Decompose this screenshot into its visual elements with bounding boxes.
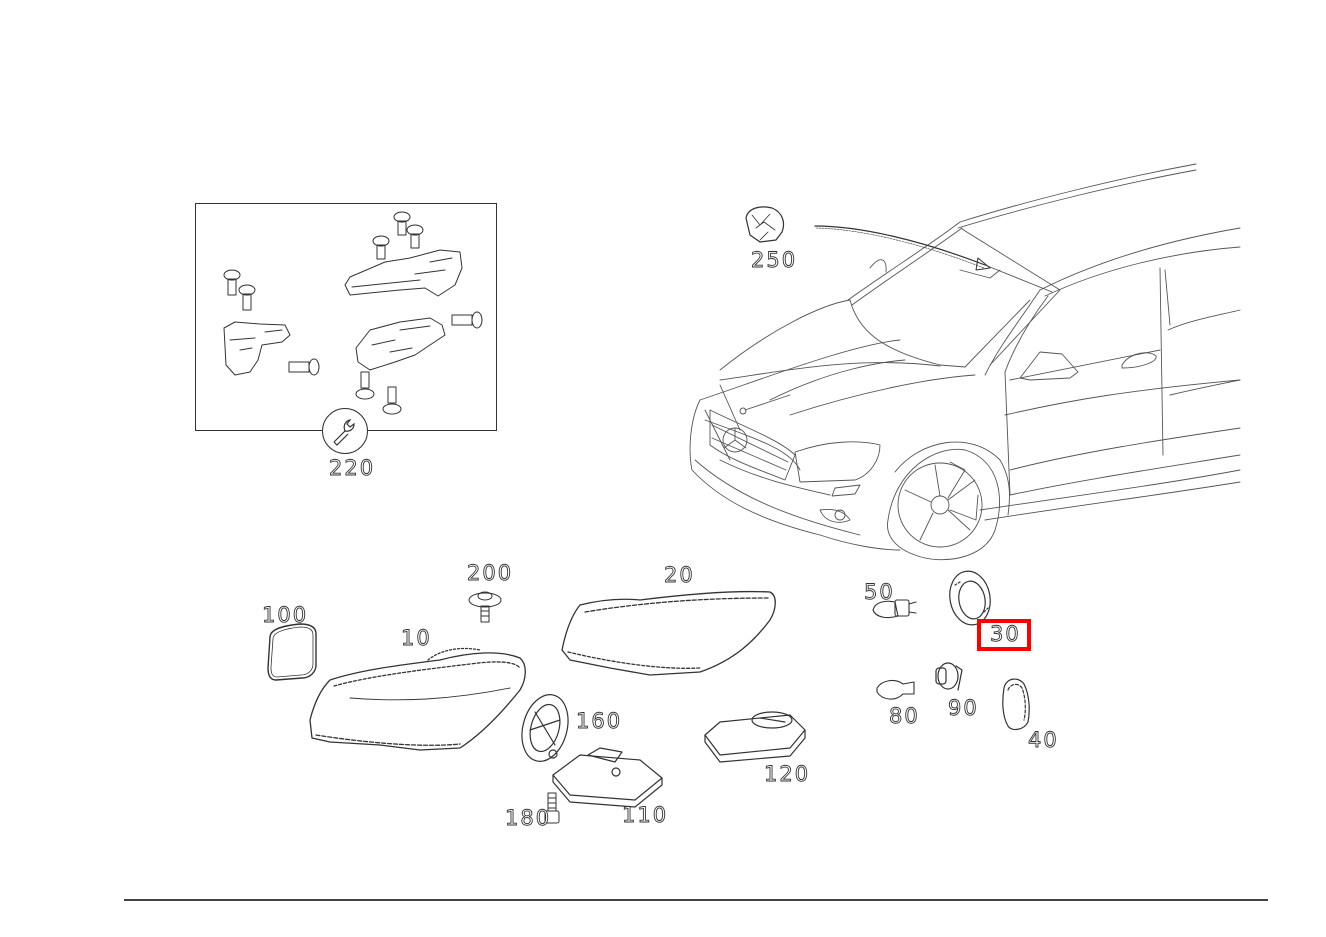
- callout-200[interactable]: 200: [467, 561, 514, 585]
- callout-110[interactable]: 110: [622, 803, 669, 827]
- screw-icon: [373, 212, 423, 259]
- wrench-icon: [333, 419, 355, 446]
- callout-100[interactable]: 100: [262, 603, 309, 627]
- callout-120[interactable]: 120: [764, 762, 811, 786]
- vehicle-outline-icon: [690, 164, 1240, 560]
- arrow-to-windshield-icon: [815, 226, 990, 270]
- part-80-bulb-icon: [877, 681, 914, 700]
- callout-180[interactable]: 180: [505, 806, 552, 830]
- part-120-ignitor-icon: [705, 712, 805, 762]
- wrench-badge[interactable]: [322, 408, 368, 454]
- part-50-bulb-icon: [873, 600, 916, 618]
- callout-160[interactable]: 160: [576, 709, 623, 733]
- part-40-seal-icon: [1003, 679, 1029, 729]
- part-30-bulb-holder-ring-icon: [946, 568, 995, 628]
- callout-40[interactable]: 40: [1028, 728, 1059, 752]
- repair-kit-inset-frame: [195, 203, 497, 431]
- inset-kit-parts-icon: [224, 212, 482, 414]
- part-20-lens-icon: [562, 592, 775, 675]
- part-110-control-unit-icon: [553, 748, 662, 807]
- callout-30[interactable]: 30: [990, 622, 1021, 646]
- part-200-screw-icon: [469, 592, 501, 622]
- callout-90[interactable]: 90: [948, 696, 979, 720]
- part-100-gasket-icon: [268, 624, 316, 680]
- callout-10[interactable]: 10: [401, 626, 432, 650]
- part-180-bolt-icon: [545, 793, 559, 823]
- footer-divider: [124, 899, 1268, 901]
- part-10-headlamp-icon: [310, 648, 525, 750]
- callout-250[interactable]: 250: [751, 248, 798, 272]
- selected-part-highlight: [977, 619, 1031, 651]
- callout-80[interactable]: 80: [889, 704, 920, 728]
- part-90-socket-icon: [936, 663, 962, 690]
- callout-50[interactable]: 50: [864, 580, 895, 604]
- callout-20[interactable]: 20: [664, 563, 695, 587]
- part-160-cover-cap-icon: [515, 689, 575, 766]
- callout-220[interactable]: 220: [329, 456, 376, 480]
- part-250-sensor-icon: [746, 207, 784, 242]
